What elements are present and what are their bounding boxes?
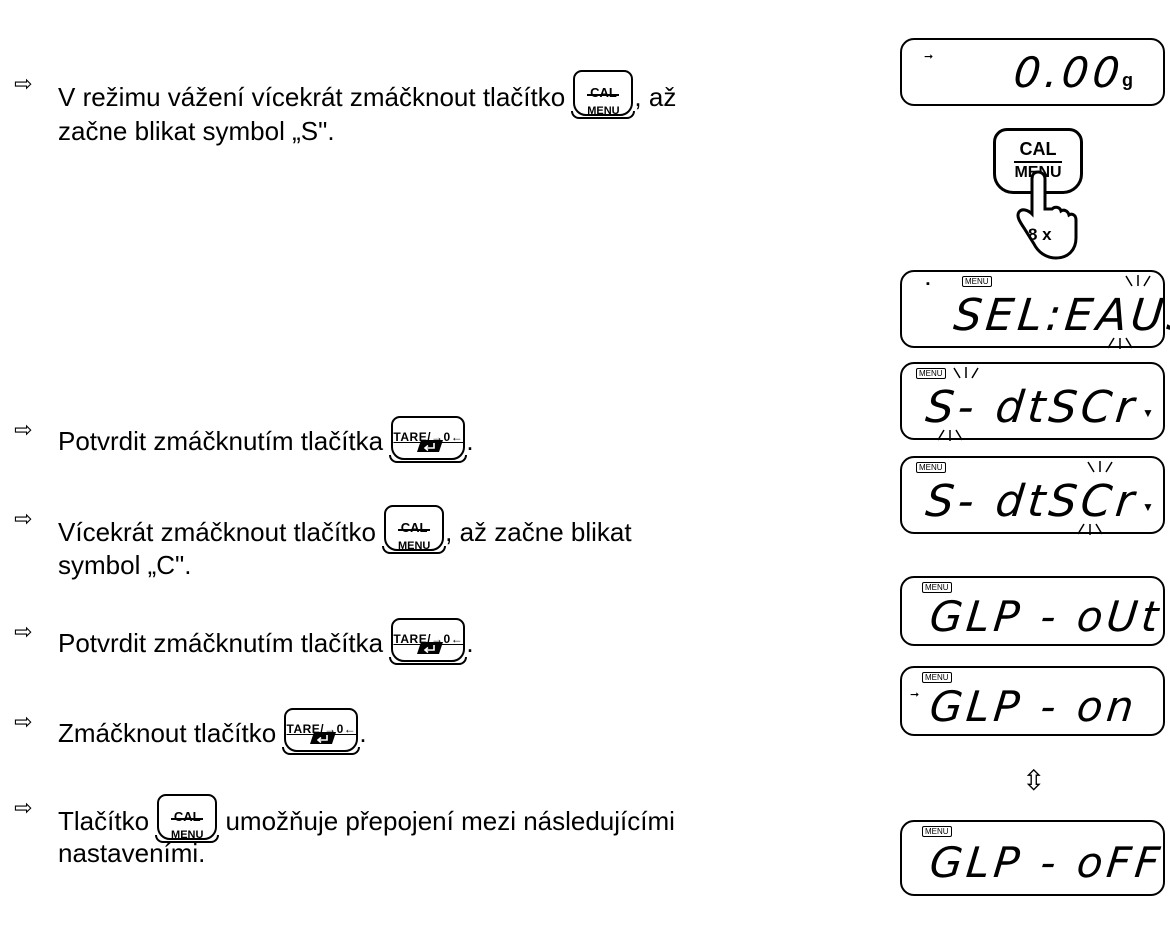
press-count: 8 x — [1028, 225, 1052, 244]
tare-key-icon: TARE/→0← — [284, 708, 358, 758]
step-text-after: , až začne blikat — [445, 517, 631, 547]
step-text: Potvrdit zmáčknutím tlačítka — [58, 628, 390, 658]
display-unit: g — [1122, 70, 1133, 91]
lcd-display-s-dtscr-1: MENU S- dtSCr ▼ — [900, 362, 1165, 440]
tare-key-icon: TARE/→0← — [391, 618, 465, 668]
lcd-display-glp-off: MENU GLP - oFF — [900, 820, 1165, 896]
step-text: Tlačítko — [58, 806, 156, 836]
arrow-right-icon: ⇨ — [14, 618, 32, 648]
step-text-after: . — [359, 718, 366, 748]
blink-marks-icon — [1120, 274, 1156, 290]
lcd-display-glp-out: MENU GLP - oUt — [900, 576, 1165, 646]
menu-tag: MENU — [922, 826, 952, 837]
arrow-right-icon: ⇨ — [14, 708, 32, 738]
step-text: Vícekrát zmáčknout tlačítko — [58, 517, 383, 547]
tare-key-icon: TARE/→0← — [391, 416, 465, 466]
display-value: GLP - on — [927, 682, 1140, 731]
step-text: symbol „C". — [58, 550, 191, 580]
arrow-down-indicator-icon: ▼ — [1142, 406, 1154, 420]
step-text: V režimu vážení vícekrát zmáčknout tlačí… — [58, 82, 572, 112]
step-text: nastaveními. — [58, 838, 205, 868]
stable-indicator-icon: ➞ — [910, 688, 919, 701]
arrow-down-indicator-icon: ▼ — [1142, 500, 1154, 514]
stable-indicator-icon: ➞ — [924, 50, 933, 63]
key-label-menu: MENU — [386, 531, 442, 561]
arrow-right-icon: ⇨ — [14, 794, 32, 824]
step-text: Zmáčknout tlačítko — [58, 718, 283, 748]
lcd-display-sel-eaus: ▪ MENU SEL:EAUS — [900, 270, 1165, 348]
key-label-cal: CAL — [996, 139, 1080, 160]
step-text: začne blikat symbol „S". — [58, 116, 335, 146]
display-value: 0.00 — [1011, 48, 1126, 97]
stable-indicator-icon: ▪ — [926, 278, 930, 290]
display-value: GLP - oUt — [927, 592, 1164, 641]
menu-tag: MENU — [916, 462, 946, 473]
step-text-after: . — [466, 426, 473, 456]
arrow-right-icon: ⇨ — [14, 70, 32, 100]
display-value: GLP - oFF — [927, 838, 1165, 887]
blink-marks-icon — [1082, 460, 1118, 476]
blink-marks-icon — [932, 426, 968, 442]
blink-marks-icon — [948, 366, 984, 382]
step-text-after: , až — [634, 82, 676, 112]
menu-tag: MENU — [962, 276, 992, 287]
toggle-arrows-icon: ⇳ — [1022, 764, 1045, 797]
blink-marks-icon — [1072, 520, 1108, 536]
step-text: Potvrdit zmáčknutím tlačítka — [58, 426, 390, 456]
step-text-after: umožňuje přepojení mezi následujícími — [218, 806, 675, 836]
lcd-display-glp-on: ➞ MENU GLP - on — [900, 666, 1165, 736]
blink-marks-icon — [1102, 334, 1138, 350]
lcd-display-weight: ➞ 0.00 g — [900, 38, 1165, 106]
lcd-display-s-dtscr-2: MENU S- dtSCr ▼ — [900, 456, 1165, 534]
key-label-menu: MENU — [575, 96, 631, 126]
menu-tag: MENU — [916, 368, 946, 379]
pointing-hand-icon: 8 x — [1000, 170, 1090, 262]
arrow-right-icon: ⇨ — [14, 416, 32, 446]
step-text-after: . — [466, 628, 473, 658]
arrow-right-icon: ⇨ — [14, 505, 32, 535]
